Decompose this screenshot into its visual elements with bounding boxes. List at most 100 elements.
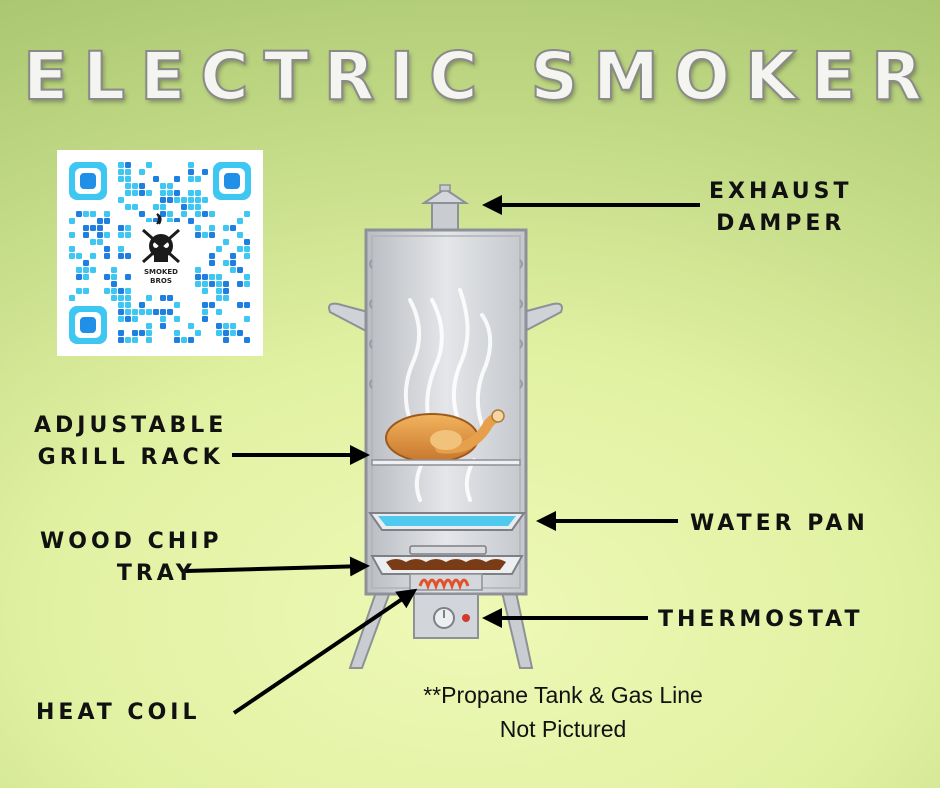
qr-module <box>195 176 201 182</box>
qr-module <box>132 183 138 189</box>
qr-module <box>223 225 229 231</box>
qr-module <box>76 274 82 280</box>
smoke-wisps <box>403 288 493 502</box>
thermostat-box <box>413 593 479 639</box>
qr-module <box>160 183 166 189</box>
qr-module <box>195 204 201 210</box>
qr-module <box>188 204 194 210</box>
qr-module <box>104 274 110 280</box>
qr-module <box>237 302 243 308</box>
qr-module <box>90 253 96 259</box>
qr-module <box>216 323 222 329</box>
qr-module <box>104 288 110 294</box>
qr-module <box>188 176 194 182</box>
label-grill-rack-line2: GRILL RACK <box>37 445 224 470</box>
arrow-wood-chip-tray <box>185 556 370 577</box>
qr-module <box>160 197 166 203</box>
qr-module <box>132 330 138 336</box>
qr-module <box>118 232 124 238</box>
qr-module <box>125 316 131 322</box>
qr-module <box>125 162 131 168</box>
qr-module <box>188 162 194 168</box>
qr-module <box>195 281 201 287</box>
qr-module <box>209 225 215 231</box>
qr-module <box>244 239 250 245</box>
qr-module <box>83 274 89 280</box>
qr-module <box>83 232 89 238</box>
qr-module <box>118 162 124 168</box>
label-thermostat-text: THERMOSTAT <box>658 607 864 632</box>
qr-module <box>125 225 131 231</box>
qr-module <box>132 337 138 343</box>
propane-note-line1: **Propane Tank & Gas Line <box>423 682 703 708</box>
qr-module <box>111 281 117 287</box>
qr-module <box>202 316 208 322</box>
qr-module <box>139 190 145 196</box>
qr-module <box>195 274 201 280</box>
qr-module <box>230 260 236 266</box>
qr-module <box>244 211 250 217</box>
qr-module <box>216 288 222 294</box>
qr-module <box>118 337 124 343</box>
right-handle <box>522 302 563 334</box>
qr-module <box>216 274 222 280</box>
qr-module <box>202 169 208 175</box>
qr-module <box>209 260 215 266</box>
qr-module <box>202 197 208 203</box>
label-exhaust-damper-line1: EXHAUST <box>709 179 853 204</box>
qr-module <box>104 253 110 259</box>
qr-module <box>181 211 187 217</box>
qr-module <box>125 288 131 294</box>
qr-module <box>69 246 75 252</box>
qr-module <box>202 281 208 287</box>
qr-module <box>202 302 208 308</box>
qr-module <box>132 204 138 210</box>
qr-module <box>139 330 145 336</box>
heat-coil <box>409 573 483 591</box>
qr-module <box>174 190 180 196</box>
qr-module <box>223 323 229 329</box>
qr-module <box>230 225 236 231</box>
qr-module <box>209 302 215 308</box>
qr-module <box>181 337 187 343</box>
qr-module <box>195 225 201 231</box>
qr-module <box>118 330 124 336</box>
qr-module <box>223 337 229 343</box>
qr-module <box>153 176 159 182</box>
qr-module <box>125 302 131 308</box>
label-grill-rack: ADJUSTABLE GRILL RACK <box>34 410 227 474</box>
qr-module <box>139 302 145 308</box>
qr-module <box>125 274 131 280</box>
qr-module <box>188 197 194 203</box>
qr-module <box>118 225 124 231</box>
qr-module <box>160 211 166 217</box>
qr-module <box>83 225 89 231</box>
qr-module <box>118 246 124 252</box>
qr-module <box>118 253 124 259</box>
rack-clips <box>369 259 523 389</box>
qr-finder-top-right <box>213 162 251 200</box>
qr-code[interactable]: SMOKED BROS <box>57 150 263 356</box>
qr-module <box>167 309 173 315</box>
qr-module <box>202 274 208 280</box>
qr-module <box>90 267 96 273</box>
qr-module <box>160 309 166 315</box>
qr-module <box>125 232 131 238</box>
qr-module <box>167 197 173 203</box>
qr-module <box>174 176 180 182</box>
qr-module <box>237 246 243 252</box>
qr-module <box>146 309 152 315</box>
qr-module <box>125 309 131 315</box>
qr-module <box>244 281 250 287</box>
qr-module <box>209 281 215 287</box>
qr-module <box>83 211 89 217</box>
qr-finder-top-left <box>69 162 107 200</box>
wood-chip-tray <box>370 545 524 575</box>
qr-module <box>160 190 166 196</box>
label-heat-coil-text: HEAT COIL <box>36 700 201 725</box>
qr-module <box>139 183 145 189</box>
label-exhaust-damper: EXHAUST DAMPER <box>709 176 852 240</box>
arrow-heat-coil <box>232 588 418 715</box>
